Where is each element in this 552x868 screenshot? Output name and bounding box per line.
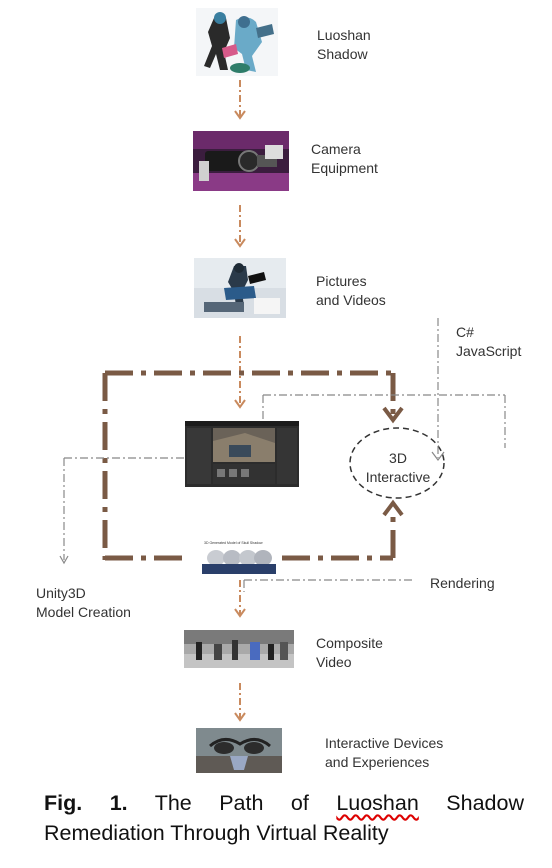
pictures-videos-image (194, 258, 286, 318)
label-interactive-devices: Interactive Devices and Experiences (325, 735, 444, 770)
interactive-3d-ellipse (349, 427, 445, 499)
label-composite-video: Composite Video (316, 635, 383, 670)
composite-video-image (184, 630, 294, 668)
label-camera-equipment: Camera Equipment (311, 141, 378, 176)
caption-line2: Remediation Through Virtual Reality (44, 821, 389, 845)
label-unity3d: Unity3D Model Creation (36, 585, 131, 620)
shadow-puppet-image (196, 8, 278, 76)
label-luoshan-shadow: Luoshan Shadow (317, 27, 371, 62)
skull-shadow-model-image: 3D Generated Model of Skull Shadow (202, 540, 276, 574)
caption-line1-pre: The Path of (154, 791, 309, 815)
label-rendering: Rendering (430, 575, 495, 591)
caption-luoshan: Luoshan (336, 791, 419, 815)
thumbnail-caption: 3D Generated Model of Skull Shadow (204, 541, 263, 545)
caption-line1-post: Shadow (446, 791, 524, 815)
camera-equipment-image (193, 131, 289, 191)
unity-editor-image (185, 421, 299, 487)
label-pictures-videos: Pictures and Videos (316, 273, 386, 308)
label-scripts: C# JavaScript (456, 324, 522, 359)
caption-fig: Fig. (44, 791, 83, 815)
vr-devices-image (196, 728, 282, 773)
label-3d-interactive: 3D Interactive (365, 450, 431, 485)
caption-number: 1. (109, 791, 128, 815)
figure-caption: Fig. 1. The Path of Luoshan Shadow Remed… (44, 788, 524, 848)
